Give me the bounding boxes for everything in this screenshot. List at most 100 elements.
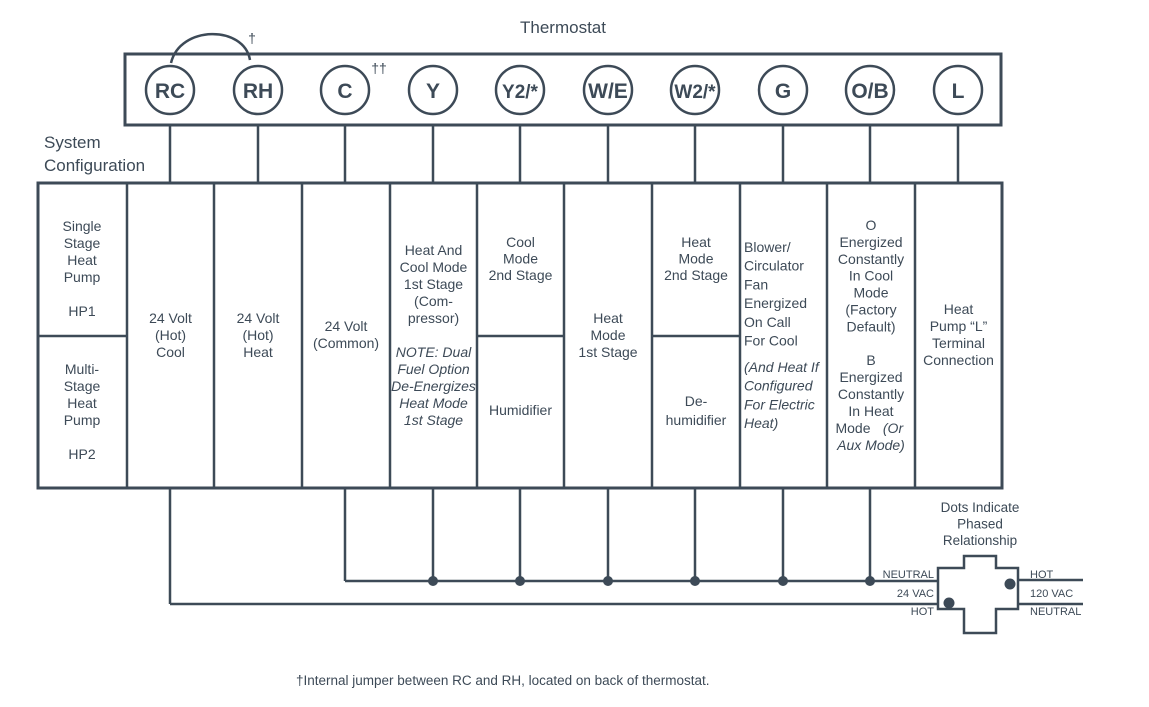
col-ob-line-9: Energized — [839, 369, 902, 385]
col-c-line-1: (Common) — [313, 335, 379, 351]
hp2-line-2: Heat — [67, 395, 97, 411]
terminal-0-label: RC — [155, 80, 185, 103]
terminal-9-label: L — [952, 80, 965, 103]
terminal-8-circle — [844, 64, 896, 116]
rc-rh-jumper — [169, 32, 252, 64]
col-y2-bottom-line-0: Humidifier — [489, 402, 552, 418]
col-c-line-0: 24 Volt — [325, 318, 368, 334]
col-w2-top-line-2: 2nd Stage — [664, 267, 728, 283]
junction-dot-3 — [690, 576, 700, 586]
terminal-7-circle — [757, 64, 809, 116]
transformer-left-label-1: 24 VAC — [897, 588, 934, 600]
jumper-dagger-mark: † — [248, 30, 256, 46]
system-config-label-line2: Configuration — [44, 156, 145, 175]
thermostat-title: Thermostat — [520, 18, 606, 37]
col-ob-line-12: Mode — [835, 420, 870, 436]
col-w2-top-line-1: Mode — [678, 251, 713, 267]
col-ob-line-3: In Cool — [849, 268, 893, 284]
terminal-8-label: O/B — [851, 80, 888, 103]
transformer-right-label-0: HOT — [1030, 569, 1054, 581]
col-g-line-4: On Call — [744, 314, 791, 330]
col-y-note-line-0: NOTE: Dual — [396, 344, 472, 360]
bottom-wiring — [168, 488, 938, 606]
terminal-6-circle — [669, 64, 721, 116]
terminal-3-circle — [407, 64, 459, 116]
terminal-1-circle — [232, 64, 284, 116]
col-ob-line-8: B — [866, 352, 875, 368]
col-ob-line-11: In Heat — [848, 403, 893, 419]
col-g-line-3: Energized — [744, 295, 807, 311]
col-w2-bottom-line-1: humidifier — [666, 412, 727, 428]
c-double-dagger-mark: †† — [371, 60, 387, 76]
col-ob-note-line-1: Aux Mode) — [836, 437, 905, 453]
col-ob-line-6: Default) — [846, 318, 895, 334]
col-y-line-3: (Com- — [414, 293, 453, 309]
transformer-left-label-0: NEUTRAL — [883, 569, 934, 581]
col-y-line-2: 1st Stage — [404, 276, 463, 292]
terminal-3-label: Y — [426, 80, 440, 103]
transformer — [936, 554, 1083, 635]
system-config-label-line1: System — [44, 133, 101, 152]
col-l-line-0: Heat — [944, 301, 974, 317]
col-l-line-3: Connection — [923, 352, 994, 368]
junction-dot-0 — [428, 576, 438, 586]
col-w2-bottom-line-0: De- — [685, 393, 708, 409]
junction-dot-2 — [603, 576, 613, 586]
col-y2-top-line-1: Mode — [503, 251, 538, 267]
col-g-note-line-2: For Electric — [744, 396, 815, 412]
transformer-caption-line-0: Dots Indicate — [941, 500, 1020, 515]
col-rc-line-1: (Hot) — [155, 327, 186, 343]
hp1-line-2: Heat — [67, 252, 97, 268]
col-we-line-1: Mode — [590, 327, 625, 343]
col-y-note-line-4: 1st Stage — [404, 412, 463, 428]
transformer-left-label-2: HOT — [911, 606, 935, 618]
col-g-note-line-0: (And Heat If — [744, 359, 821, 375]
terminal-7-label: G — [775, 80, 791, 103]
column-texts: SingleStageHeatPumpHP1Multi-StageHeatPum… — [63, 217, 994, 462]
col-ob-line-2: Constantly — [838, 251, 904, 267]
col-ob-note-line-0: (Or — [883, 420, 905, 436]
col-y2-top-line-0: Cool — [506, 234, 535, 250]
col-ob-line-10: Constantly — [838, 386, 904, 402]
col-rh-line-0: 24 Volt — [237, 310, 280, 326]
col-y-note-line-3: Heat Mode — [399, 395, 468, 411]
terminal-0-circle — [144, 64, 196, 116]
terminal-4-label: Y2/* — [502, 82, 539, 103]
terminal-2-label: C — [337, 80, 352, 103]
thermostat-box — [123, 52, 1003, 127]
hp1-line-1: Stage — [64, 235, 101, 251]
col-y-note-line-2: De-Energizes — [391, 378, 476, 394]
terminal-2-circle — [319, 64, 371, 116]
col-g-note-line-3: Heat) — [744, 415, 778, 431]
terminal-1-label: RH — [243, 80, 273, 103]
hp2-line-5: HP2 — [68, 446, 95, 462]
footnote: †Internal jumper between RC and RH, loca… — [296, 673, 709, 688]
terminal-5-label: W/E — [588, 80, 628, 103]
transformer-caption-line-2: Relationship — [943, 533, 1017, 548]
col-we-line-2: 1st Stage — [578, 344, 637, 360]
col-ob-line-5: (Factory — [845, 302, 896, 318]
col-y-line-0: Heat And — [405, 242, 463, 258]
col-y-line-1: Cool Mode — [400, 259, 468, 275]
col-rh-line-2: Heat — [243, 344, 273, 360]
col-y-line-4: pressor) — [408, 310, 459, 326]
transformer-right-label-2: NEUTRAL — [1030, 606, 1081, 618]
col-l-line-1: Pump “L” — [930, 318, 988, 334]
col-y2-top-line-2: 2nd Stage — [489, 267, 553, 283]
hp1-line-0: Single — [63, 218, 102, 234]
col-g-line-0: Blower/ — [744, 239, 791, 255]
transformer-shape — [936, 554, 1020, 635]
col-ob-line-0: O — [866, 217, 877, 233]
junction-dot-4 — [778, 576, 788, 586]
col-ob-line-4: Mode — [853, 285, 888, 301]
transformer-right-label-1: 120 VAC — [1030, 588, 1073, 600]
col-rc-line-2: Cool — [156, 344, 185, 360]
col-ob-line-1: Energized — [839, 234, 902, 250]
transformer-caption-line-1: Phased — [957, 517, 1003, 532]
hp2-line-1: Stage — [64, 378, 101, 394]
junction-dot-1 — [515, 576, 525, 586]
